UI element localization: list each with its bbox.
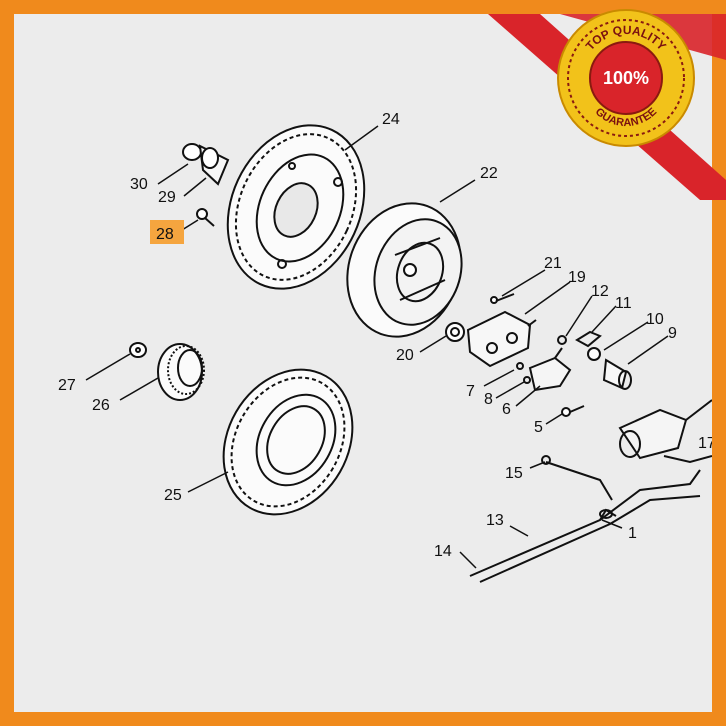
- part-6-switch-drawing: [516, 347, 572, 392]
- label-20: 20: [396, 347, 414, 364]
- label-1: 1: [628, 525, 637, 542]
- label-26: 26: [92, 397, 110, 414]
- part-28-screw-drawing: [196, 208, 215, 227]
- part-25-sprocket-drawing: [222, 368, 354, 516]
- label-14: 14: [434, 543, 452, 560]
- part-9-cylinder-drawing: [602, 358, 632, 390]
- part-5-screw-drawing: [561, 405, 585, 417]
- part-22-flywheel-drawing: [346, 202, 463, 338]
- part-19-module-drawing: [466, 310, 537, 368]
- part-20-bushing-drawing: [445, 322, 465, 342]
- label-22: 22: [480, 165, 498, 182]
- label-8: 8: [484, 391, 493, 408]
- part-30-bushing-drawing: [182, 143, 230, 186]
- label-21: 21: [544, 255, 562, 272]
- label-11: 11: [615, 295, 632, 312]
- label-29: 29: [158, 189, 176, 206]
- label-12: 12: [591, 283, 609, 300]
- label-17: 17: [698, 435, 712, 452]
- label-15: 15: [505, 465, 523, 482]
- exploded-parts-diagram: 30 29 28 24 22 21 19 12 11 10 9 20 7 8 6…: [58, 111, 712, 583]
- label-27: 27: [58, 377, 76, 394]
- label-5: 5: [534, 419, 543, 436]
- badge-percent: 100%: [603, 68, 649, 88]
- label-19: 19: [568, 269, 586, 286]
- label-7: 7: [466, 383, 475, 400]
- leader-lines: [85, 125, 669, 569]
- label-9: 9: [668, 325, 677, 342]
- label-13: 13: [486, 512, 504, 529]
- part-28-highlight: [150, 220, 184, 244]
- part-26-needle-bearing-drawing: [157, 343, 205, 401]
- part-24-clutch-drum-drawing: [226, 124, 366, 290]
- parts-12-11-10-hardware-drawing: [557, 330, 602, 361]
- label-28: 28: [156, 226, 174, 243]
- label-24: 24: [382, 111, 400, 128]
- label-30: 30: [130, 176, 148, 193]
- wiring-harness-drawing: [469, 455, 701, 583]
- label-25: 25: [164, 487, 182, 504]
- label-6: 6: [502, 401, 511, 418]
- label-10: 10: [646, 311, 664, 328]
- quality-guarantee-badge: TOP QUALITY 100% GUARANTEE: [488, 9, 726, 200]
- part-27-washer-drawing: [129, 342, 147, 358]
- part-17-ignition-coil-drawing: [618, 399, 712, 464]
- part-21-screw-drawing: [490, 293, 515, 304]
- part-labels: 30 29 28 24 22 21 19 12 11 10 9 20 7 8 6…: [58, 111, 712, 560]
